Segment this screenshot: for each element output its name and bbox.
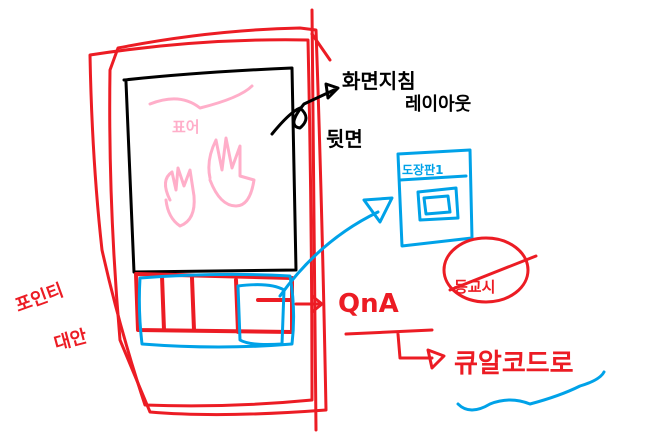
- screen-layout-label: 화면지침: [342, 69, 416, 93]
- circle-note-sketch: [442, 236, 538, 304]
- curl-arrow: [270, 82, 340, 136]
- back-side-label: 뒷면: [326, 127, 363, 151]
- qr-code-label: 큐알코드로: [454, 349, 574, 379]
- arrow-to-card: [278, 196, 394, 298]
- phone-frame: [88, 8, 332, 432]
- circle-note-label: 등교시: [454, 278, 495, 296]
- pink-motto-label: 표어: [172, 118, 200, 136]
- hands-drawing: [148, 84, 256, 228]
- blue-underline: [456, 370, 606, 412]
- card-title-label: 도장판1: [402, 162, 443, 177]
- phone-screen: [122, 66, 298, 274]
- bottom-menu-sketch: [134, 272, 296, 349]
- left-note-label-2: 대안: [52, 326, 90, 355]
- qna-label: QnA: [338, 289, 399, 319]
- screen-layout-label-2: 레이아웃: [405, 94, 471, 115]
- left-note-label: 포인티: [13, 280, 67, 317]
- stamp-card-sketch: [396, 148, 474, 248]
- arrow-to-qna: [294, 294, 324, 314]
- qna-connector-arrow: [344, 328, 446, 370]
